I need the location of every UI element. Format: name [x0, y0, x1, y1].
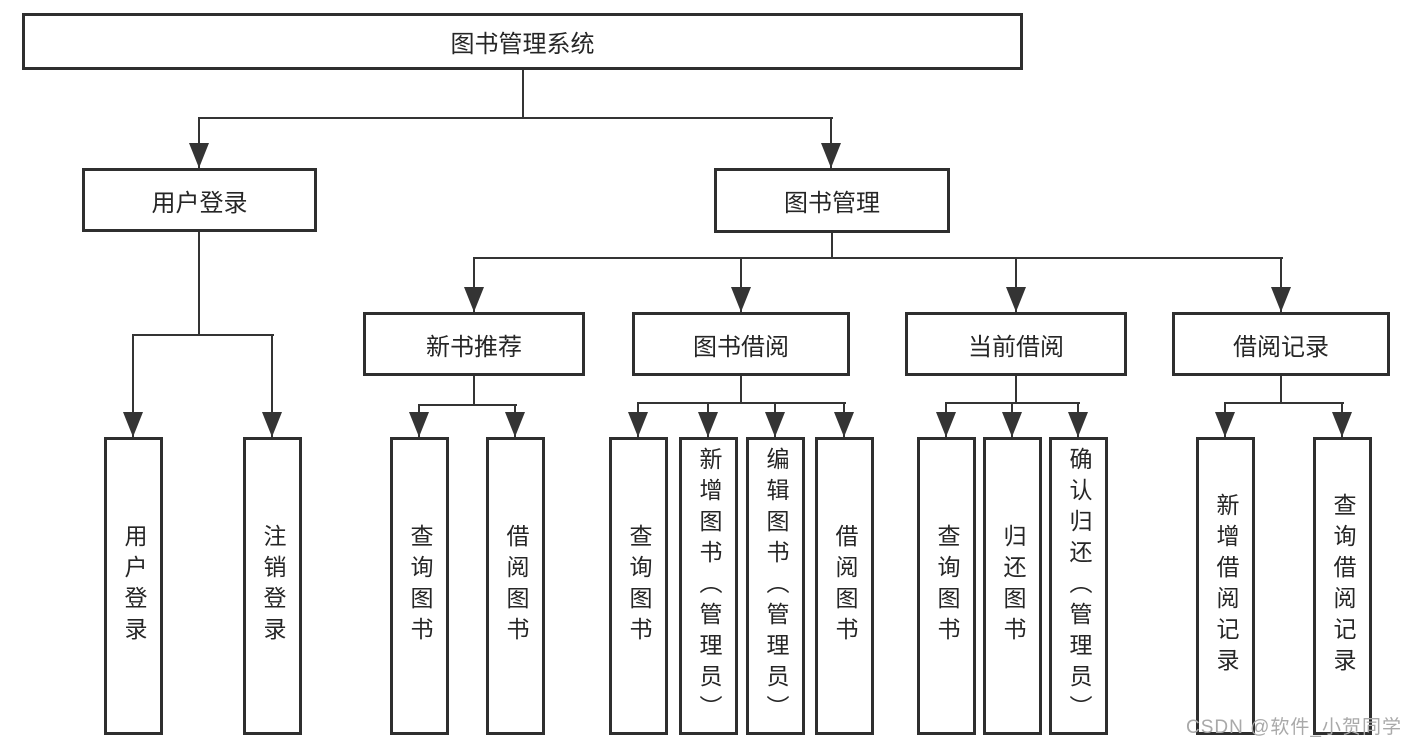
leaf-confirm-return-admin: 确认归还（管理员） — [1049, 437, 1108, 735]
node-book-borrowing: 图书借阅 — [632, 312, 850, 376]
connector-records-split — [1224, 402, 1344, 404]
leaf-label: 查询图书 — [934, 524, 960, 648]
arrow-to-current-borrow — [1006, 257, 1026, 312]
connector-book-mgmt-stem — [831, 233, 833, 259]
leaf-borrow-books-1: 借阅图书 — [486, 437, 545, 735]
connector-root-split — [198, 117, 833, 119]
leaf-borrow-books-2: 借阅图书 — [815, 437, 874, 735]
connector-root-stem — [522, 70, 524, 119]
node-library-system: 图书管理系统 — [22, 13, 1023, 70]
node-label: 当前借阅 — [968, 333, 1064, 361]
leaf-label: 借阅图书 — [503, 524, 529, 648]
leaf-label: 查询图书 — [626, 524, 652, 648]
connector-new-book-stem — [473, 376, 475, 406]
node-label: 图书管理系统 — [450, 31, 595, 58]
connector-book-mgmt-split — [473, 257, 1283, 259]
leaf-label: 新增借阅记录 — [1213, 493, 1239, 679]
arrow-to-borrow-records — [1271, 257, 1291, 312]
connector-current-stem — [1015, 376, 1017, 404]
leaf-label: 编辑图书（管理员） — [763, 446, 789, 726]
arrow-to-edit-book — [765, 402, 785, 437]
leaf-label: 用户登录 — [121, 524, 147, 648]
leaf-label: 注销登录 — [260, 524, 286, 648]
leaf-label: 查询借阅记录 — [1330, 493, 1356, 679]
arrow-to-add-borrow-record — [1215, 402, 1235, 437]
arrow-to-user-login — [189, 117, 209, 168]
leaf-logout: 注销登录 — [243, 437, 302, 735]
arrow-to-add-book — [698, 402, 718, 437]
arrow-to-book-management — [821, 117, 841, 168]
leaf-query-borrow-record: 查询借阅记录 — [1313, 437, 1372, 735]
node-user-login: 用户登录 — [82, 168, 317, 232]
csdn-watermark: CSDN @软件_小贺同学 — [1186, 717, 1402, 738]
leaf-return-books: 归还图书 — [983, 437, 1042, 735]
node-current-borrowing: 当前借阅 — [905, 312, 1127, 376]
connector-book-borrow-stem — [740, 376, 742, 404]
arrow-to-leaf-logout — [262, 334, 282, 437]
leaf-label: 归还图书 — [1000, 524, 1026, 648]
leaf-add-book-admin: 新增图书（管理员） — [679, 437, 738, 735]
node-label: 用户登录 — [151, 189, 248, 217]
node-label: 新书推荐 — [426, 333, 522, 361]
connector-user-login-stem — [198, 232, 200, 336]
arrow-to-query-books-3 — [936, 402, 956, 437]
node-new-book-recommend: 新书推荐 — [363, 312, 585, 376]
node-label: 借阅记录 — [1233, 333, 1329, 361]
arrow-to-borrow-books-1 — [505, 404, 525, 437]
arrow-to-leaf-user-login — [123, 334, 143, 437]
connector-new-book-split — [418, 404, 517, 406]
node-borrowing-records: 借阅记录 — [1172, 312, 1390, 376]
leaf-user-login: 用户登录 — [104, 437, 163, 735]
arrow-to-confirm-return — [1068, 402, 1088, 437]
arrow-to-return-books — [1002, 402, 1022, 437]
node-label: 图书管理 — [784, 190, 880, 217]
leaf-query-books-3: 查询图书 — [917, 437, 976, 735]
arrow-to-query-books-1 — [409, 404, 429, 437]
connector-book-borrow-split — [637, 402, 846, 404]
arrow-to-new-book-rec — [464, 257, 484, 312]
arrow-to-book-borrow — [731, 257, 751, 312]
connector-records-stem — [1280, 376, 1282, 404]
leaf-edit-book-admin: 编辑图书（管理员） — [746, 437, 805, 735]
leaf-query-books-2: 查询图书 — [609, 437, 668, 735]
leaf-label: 新增图书（管理员） — [696, 446, 722, 726]
arrow-to-query-books-2 — [628, 402, 648, 437]
leaf-label: 确认归还（管理员） — [1066, 446, 1092, 726]
connector-user-login-split — [132, 334, 274, 336]
leaf-label: 借阅图书 — [832, 524, 858, 648]
node-label: 图书借阅 — [693, 333, 789, 361]
arrow-to-borrow-books-2 — [834, 402, 854, 437]
leaf-query-books-1: 查询图书 — [390, 437, 449, 735]
arrow-to-query-borrow-record — [1332, 402, 1352, 437]
leaf-add-borrow-record: 新增借阅记录 — [1196, 437, 1255, 735]
node-book-management: 图书管理 — [714, 168, 950, 233]
leaf-label: 查询图书 — [407, 524, 433, 648]
